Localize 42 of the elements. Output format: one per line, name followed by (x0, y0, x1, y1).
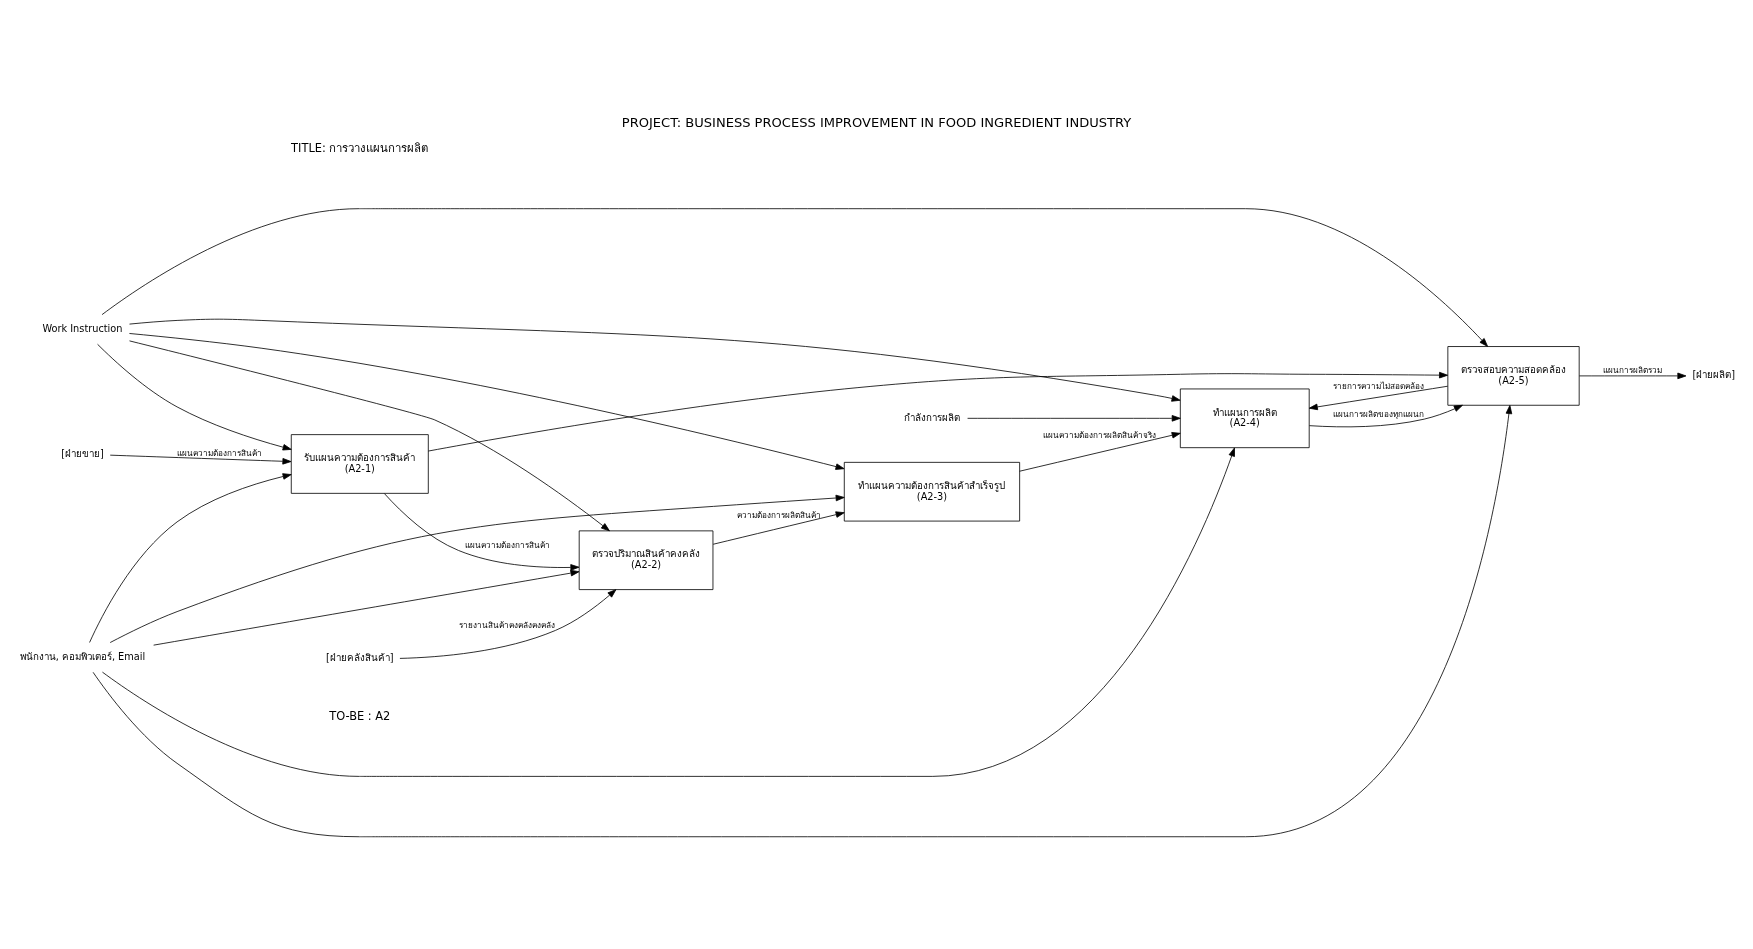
arrow (129, 318, 1181, 402)
node-text: กำลังการผลิต (903, 411, 960, 423)
arrow (109, 454, 292, 465)
arrow (383, 492, 580, 571)
arrow (1309, 404, 1463, 427)
arrow (967, 414, 1181, 422)
diagram-title: PROJECT: BUSINESS PROCESS IMPROVEMENT IN FOOD INGREDIENT INDUSTRY (621, 114, 1132, 130)
edge-label: แผนการผลิตรวม (1603, 364, 1663, 375)
arrow (89, 472, 292, 643)
edge-label: แผนการผลิตของทุกแผนก (1333, 408, 1425, 419)
arrow (1308, 385, 1449, 410)
edge-label: รายการความไม่สอดคล้อง (1333, 380, 1425, 391)
node-box: รับแผนความต้องการสินค้า (A2-1) (290, 433, 429, 494)
arrow (92, 404, 1513, 837)
arrow (399, 588, 617, 659)
edge-label: แผนความต้องการสินค้า (464, 539, 550, 550)
arrow (102, 447, 1235, 777)
node-text: Work Instruction (42, 322, 123, 334)
node-text: [ฝ่ายขาย] (61, 447, 104, 459)
arrow (97, 343, 292, 450)
node-box: ทำแผนการผลิต (A2-4) (1179, 388, 1310, 448)
label: TITLE: การวางแผนการผลิต (291, 140, 429, 155)
node-text: [ฝ่ายผลิต] (1692, 368, 1736, 380)
arrow (101, 207, 1488, 347)
arrow (129, 332, 845, 470)
node-text: [ฝ่ายคลังสินค้า] (325, 651, 394, 663)
node-text: พนักงาน, คอมพิวเตอร์, Email (19, 650, 146, 662)
arrow (129, 339, 610, 531)
node-box: ตรวจสอบความสอดคล้อง (A2-5) (1447, 345, 1580, 406)
node-box: ตรวจปริมาณสินค้าคงคลัง (A2-2) (578, 529, 714, 590)
arrow (1019, 431, 1181, 472)
arrow (712, 510, 845, 545)
edge-label: ความต้องการผลิตสินค้า (736, 509, 821, 520)
node-box: ทำแผนความต้องการสินค้าสำเร็จรูป (A2-3) (843, 461, 1021, 521)
edge-label: แผนความต้องการสินค้า (176, 447, 262, 458)
label: TO-BE : A2 (329, 708, 391, 723)
edge-label: รายงานสินค้าคงคลังคงคลัง (459, 619, 556, 630)
arrow (109, 494, 845, 643)
arrow (1578, 372, 1687, 379)
arrow (153, 569, 580, 646)
edge-label: แผนความต้องการผลิตสินค้าจริง (1043, 429, 1157, 440)
arrow (427, 371, 1449, 451)
